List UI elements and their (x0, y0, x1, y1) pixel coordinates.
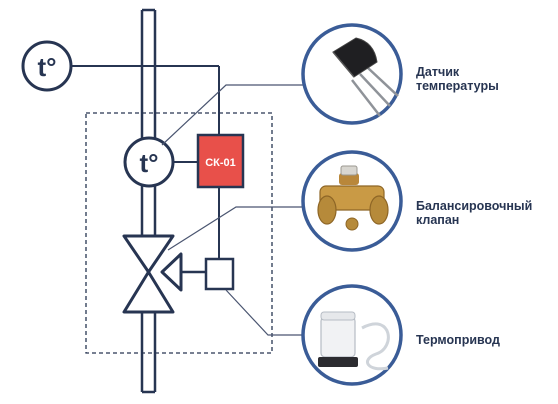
label-temperature-sensor-line-2: температуры (416, 79, 499, 93)
label-balancing-valve-line-2: клапан (416, 213, 460, 227)
inside-sensor-symbol: t° (139, 148, 158, 178)
label-temperature-sensor: Датчик температуры (416, 65, 499, 93)
leader-line-valve (167, 206, 304, 251)
inside-temperature-sensor: t° (123, 136, 175, 188)
outside-temperature-sensor: t° (21, 40, 73, 92)
outside-sensor-symbol: t° (37, 52, 56, 82)
controller-box: СК-01 (196, 133, 245, 189)
actuator-symbol (160, 252, 235, 292)
label-balancing-valve-line-1: Балансировочный (416, 199, 533, 213)
label-temperature-sensor-line-1: Датчик (416, 65, 460, 79)
balancing-valve-photo (301, 150, 403, 252)
valve-symbol (122, 234, 175, 314)
controller-label: СК-01 (205, 157, 236, 169)
thermal-actuator-photo (301, 284, 403, 386)
label-thermal-actuator: Термопривод (416, 333, 500, 347)
pipe (140, 8, 157, 394)
leader-line-sensor (161, 84, 304, 146)
unit-boundary (85, 112, 273, 354)
label-thermal-actuator-line-1: Термопривод (416, 333, 500, 347)
temperature-sensor-photo (301, 23, 403, 125)
label-balancing-valve: Балансировочный клапан (416, 199, 532, 227)
leader-line-actuator (225, 289, 304, 336)
